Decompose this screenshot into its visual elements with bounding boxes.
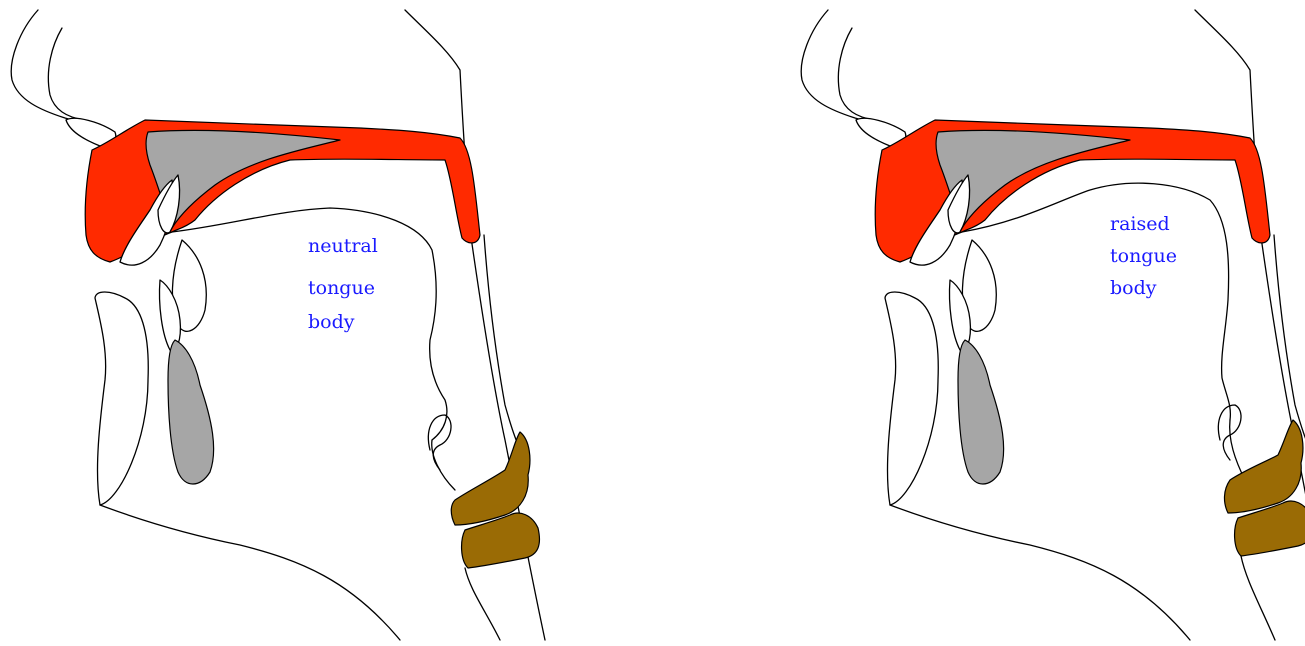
thyroid-cartilage <box>1224 420 1302 513</box>
trachea-wall <box>465 568 500 640</box>
tongue-root-outline <box>432 440 455 490</box>
mandible <box>958 340 1004 484</box>
thyroid-cartilage <box>451 432 530 525</box>
label-line-2: tongue <box>308 277 375 299</box>
nose-profile <box>11 10 118 140</box>
diagram-neutral-tongue: neutral tongue body <box>0 0 600 646</box>
chin-outline <box>95 292 148 505</box>
trachea-wall <box>1241 556 1275 640</box>
chin-outline <box>885 292 938 505</box>
diagram-raised-tongue: raised tongue body <box>790 0 1305 646</box>
nostril <box>48 28 85 120</box>
label-line-3: body <box>308 311 355 333</box>
vocal-tract-neutral: neutral tongue body <box>0 0 600 646</box>
pharynx-inner-wall <box>484 235 520 450</box>
label-line-1: neutral <box>308 235 378 257</box>
mandible <box>168 340 214 484</box>
pharynx-inner-wall <box>1274 235 1305 450</box>
nose-profile <box>801 10 908 140</box>
label-line-3: body <box>1110 277 1157 299</box>
nostril <box>838 28 875 120</box>
label-line-2: tongue <box>1110 245 1177 267</box>
jaw-underside <box>890 505 1190 640</box>
label-line-1: raised <box>1110 213 1170 235</box>
jaw-underside <box>100 505 400 640</box>
vocal-tract-raised: raised tongue body <box>790 0 1305 646</box>
tongue-body-outline <box>962 183 1230 420</box>
